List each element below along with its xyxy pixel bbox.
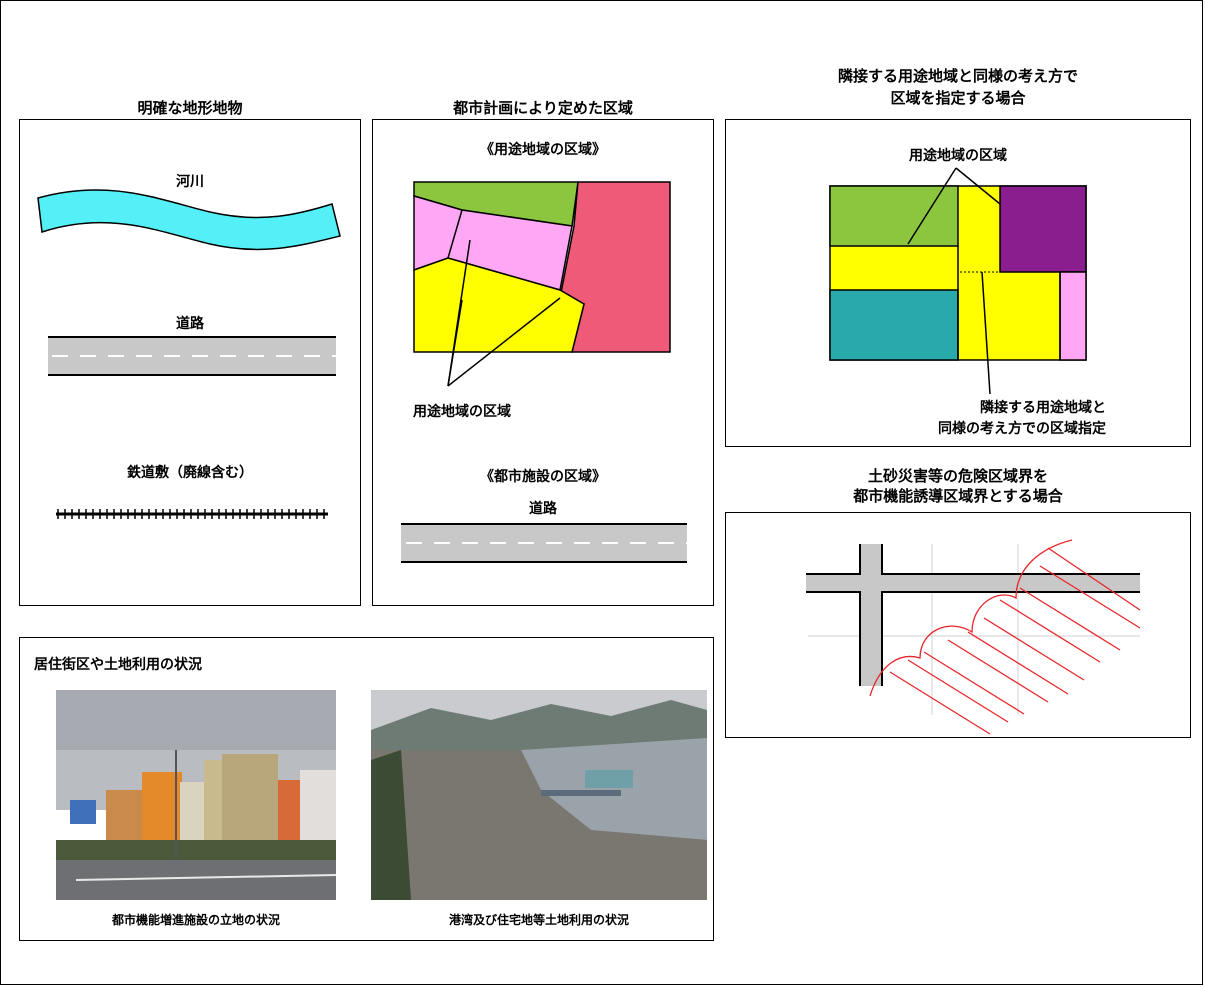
hazard-boundary-panel <box>725 512 1191 738</box>
pink-zone <box>1059 271 1087 361</box>
hazard-hatch-line <box>889 671 991 735</box>
hazard-area-hatching <box>869 539 1141 735</box>
left-photo-caption: 都市機能増進施設の立地の状況 <box>111 913 280 927</box>
zone-area-title: 《用途地域の区域》 <box>480 142 606 158</box>
city-street-photo <box>56 690 337 900</box>
hazard-heading-line2: 都市機能誘導区域界とする場合 <box>853 487 1063 505</box>
zone-pointer-label: 用途地域の区域 <box>413 404 511 420</box>
road-cross-icon <box>806 544 1140 686</box>
hazard-heading-line1: 土砂災害等の危険区域界を <box>867 467 1048 485</box>
adjacent-spec-line1: 隣接する用途地域と <box>980 400 1106 416</box>
teal-zone <box>829 289 959 361</box>
river-icon <box>37 189 341 251</box>
col1-heading: 明確な地形地物 <box>137 99 243 117</box>
hazard-hatch-line <box>923 651 1025 715</box>
hazard-hatch-line <box>999 599 1101 663</box>
facility-road-label: 道路 <box>529 501 557 517</box>
hazard-hatch-line <box>1039 565 1141 629</box>
facility-area-title: 《都市施設の区域》 <box>480 469 606 485</box>
adjacent-zone-label: 用途地域の区域 <box>909 148 1007 164</box>
purple-zone <box>999 185 1087 273</box>
railway-label: 鉄道敷（廃線含む） <box>127 465 253 481</box>
col3-heading-line1: 隣接する用途地域と同様の考え方で <box>837 67 1078 85</box>
road-label: 道路 <box>176 316 204 332</box>
adjacent-spec-line2: 同様の考え方での区域指定 <box>938 421 1106 437</box>
col2-heading: 都市計画により定めた区域 <box>453 99 633 117</box>
river-label: 河川 <box>176 174 204 190</box>
harbor-photo <box>371 690 707 900</box>
hazard-hatch-line <box>907 659 1009 723</box>
photos-title: 居住街区や土地利用の状況 <box>34 657 202 673</box>
col3-heading-line2: 区域を指定する場合 <box>890 89 1026 107</box>
hazard-hatch-line <box>967 631 1069 695</box>
hazard-hatch-line <box>947 639 1049 703</box>
right-photo-caption: 港湾及び住宅地等土地利用の状況 <box>448 913 629 927</box>
hazard-hatch-line <box>1047 547 1141 611</box>
hazard-hatch-line <box>983 617 1085 681</box>
hazard-hatch-line <box>1019 587 1121 651</box>
